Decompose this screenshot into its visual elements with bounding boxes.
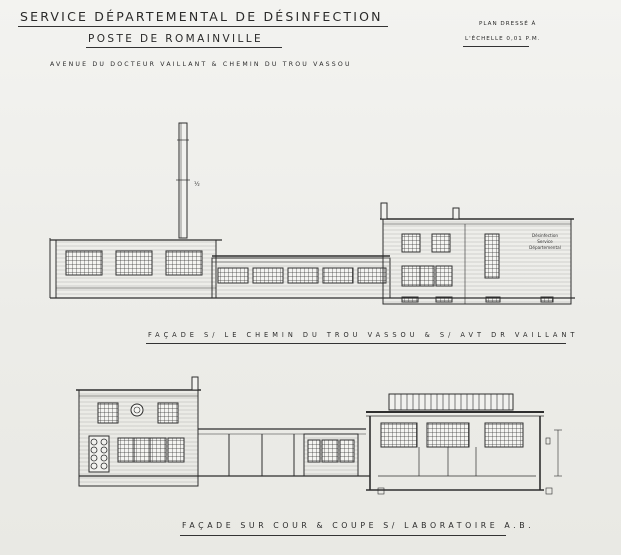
title-underline — [18, 26, 388, 27]
drawing-title: Service Départemental de Désinfection — [20, 9, 383, 24]
svg-text:Départemental: Départemental — [529, 245, 561, 250]
svg-text:Service: Service — [537, 239, 553, 244]
lower-elevation-caption: Façade sur cour & coupe s/ Laboratoire A… — [182, 521, 535, 530]
drawing-address: Avenue du Docteur Vaillant & Chemin du T… — [50, 61, 352, 68]
upper-caption-underline — [146, 343, 566, 344]
scale-note-underline — [463, 46, 529, 47]
building-sign: Désinfection Service Départemental — [529, 233, 561, 250]
lower-elevation — [76, 376, 562, 495]
lower-caption-underline — [180, 535, 506, 536]
upper-elevation: ½ — [49, 122, 575, 305]
svg-text:½: ½ — [194, 181, 200, 188]
svg-text:Désinfection: Désinfection — [532, 233, 559, 238]
scale-note-line1: Plan dressé à — [479, 21, 537, 27]
drawing-subtitle: Poste de Romainville — [88, 33, 264, 45]
upper-elevation-caption: Façade s/ le Chemin du Trou Vassou & s/ … — [148, 331, 579, 339]
scale-note-line2: l'échelle 0,01 P.M. — [465, 36, 541, 42]
subtitle-underline — [86, 47, 282, 48]
